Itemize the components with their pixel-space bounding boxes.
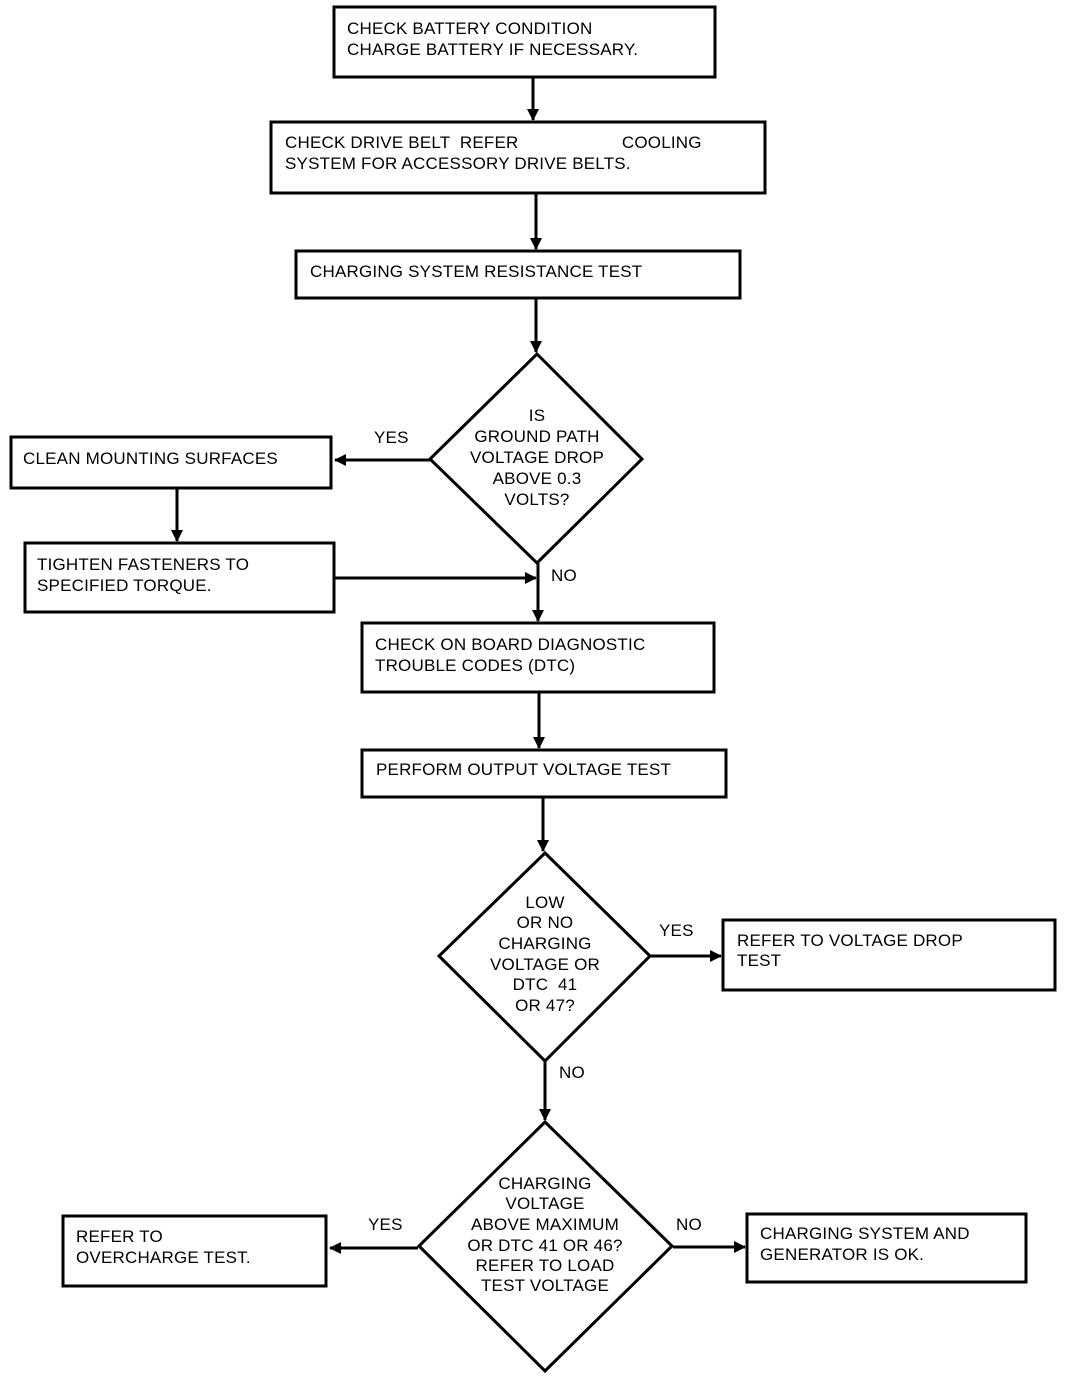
label-low-yes: YES	[659, 921, 694, 940]
box-tighten-fasteners-line-1: TIGHTEN FASTENERS TO	[37, 555, 249, 574]
box-voltage-drop-test-line-2: TEST	[737, 951, 781, 970]
box-system-ok-line-2: GENERATOR IS OK.	[760, 1245, 924, 1264]
decision-low-charging-line-3: CHARGING	[498, 934, 591, 953]
box-check-drive-belt-line-2: SYSTEM FOR ACCESSORY DRIVE BELTS.	[285, 154, 631, 173]
box-check-drive-belt: CHECK DRIVE BELT REFER COOLING SYSTEM FO…	[269, 120, 767, 195]
decision-ground-path-line-4: ABOVE 0.3	[493, 469, 582, 488]
decision-above-maximum-line-4: OR DTC 41 OR 46?	[467, 1236, 622, 1255]
box-check-battery-line-1: CHECK BATTERY CONDITION	[347, 19, 592, 38]
box-voltage-drop-test-line-1: REFER TO VOLTAGE DROP	[737, 931, 963, 950]
box-output-voltage-test-line-1: PERFORM OUTPUT VOLTAGE TEST	[376, 760, 671, 779]
decision-above-maximum: CHARGING VOLTAGE ABOVE MAXIMUM OR DTC 41…	[416, 1119, 675, 1374]
box-check-battery-line-2: CHARGE BATTERY IF NECESSARY.	[347, 40, 638, 59]
decision-ground-path-line-1: IS	[529, 406, 545, 425]
label-max-yes: YES	[368, 1215, 403, 1234]
decision-above-maximum-line-1: CHARGING	[498, 1174, 591, 1193]
box-overcharge-test: REFER TO OVERCHARGE TEST.	[61, 1214, 328, 1288]
label-ground-yes: YES	[374, 428, 409, 447]
decision-ground-path-line-3: VOLTAGE DROP	[470, 448, 604, 467]
decision-above-maximum-line-2: VOLTAGE	[505, 1194, 584, 1213]
box-resistance-test: CHARGING SYSTEM RESISTANCE TEST	[294, 249, 742, 300]
decision-ground-path: IS GROUND PATH VOLTAGE DROP ABOVE 0.3 VO…	[427, 351, 645, 566]
decision-above-maximum-line-6: TEST VOLTAGE	[481, 1276, 609, 1295]
decision-above-maximum-line-5: REFER TO LOAD	[476, 1256, 615, 1275]
label-max-no: NO	[676, 1215, 702, 1234]
box-system-ok-line-1: CHARGING SYSTEM AND	[760, 1224, 970, 1243]
decision-above-maximum-line-3: ABOVE MAXIMUM	[471, 1215, 619, 1234]
box-tighten-fasteners-line-2: SPECIFIED TORQUE.	[37, 576, 212, 595]
box-overcharge-test-line-1: REFER TO	[76, 1227, 163, 1246]
decision-low-charging-line-4: VOLTAGE OR	[490, 955, 600, 974]
box-overcharge-test-line-2: OVERCHARGE TEST.	[76, 1248, 251, 1267]
label-low-no: NO	[559, 1063, 585, 1082]
box-system-ok: CHARGING SYSTEM AND GENERATOR IS OK.	[745, 1212, 1028, 1284]
box-check-battery: CHECK BATTERY CONDITION CHARGE BATTERY I…	[332, 5, 717, 79]
box-check-dtc-line-1: CHECK ON BOARD DIAGNOSTIC	[375, 635, 645, 654]
box-tighten-fasteners: TIGHTEN FASTENERS TO SPECIFIED TORQUE.	[23, 541, 336, 614]
decision-low-charging: LOW OR NO CHARGING VOLTAGE OR DTC 41 OR …	[436, 850, 653, 1064]
decision-ground-path-line-2: GROUND PATH	[474, 427, 599, 446]
label-ground-no: NO	[551, 566, 577, 585]
box-voltage-drop-test: REFER TO VOLTAGE DROP TEST	[721, 918, 1057, 992]
box-check-dtc-line-2: TROUBLE CODES (DTC)	[375, 656, 575, 675]
box-check-dtc: CHECK ON BOARD DIAGNOSTIC TROUBLE CODES …	[360, 621, 716, 694]
decision-low-charging-line-6: OR 47?	[515, 996, 575, 1015]
decision-low-charging-line-1: LOW	[525, 893, 564, 912]
decision-low-charging-line-5: DTC 41	[513, 975, 578, 994]
box-check-drive-belt-line-1: CHECK DRIVE BELT REFER COOLING	[285, 133, 702, 152]
connectors	[171, 77, 746, 1254]
box-clean-mounting-line-1: CLEAN MOUNTING SURFACES	[23, 449, 278, 468]
box-output-voltage-test: PERFORM OUTPUT VOLTAGE TEST	[360, 748, 728, 799]
decision-ground-path-line-5: VOLTS?	[504, 490, 569, 509]
box-resistance-test-line-1: CHARGING SYSTEM RESISTANCE TEST	[310, 262, 642, 281]
decision-low-charging-line-2: OR NO	[517, 913, 574, 932]
box-clean-mounting: CLEAN MOUNTING SURFACES	[9, 435, 333, 490]
